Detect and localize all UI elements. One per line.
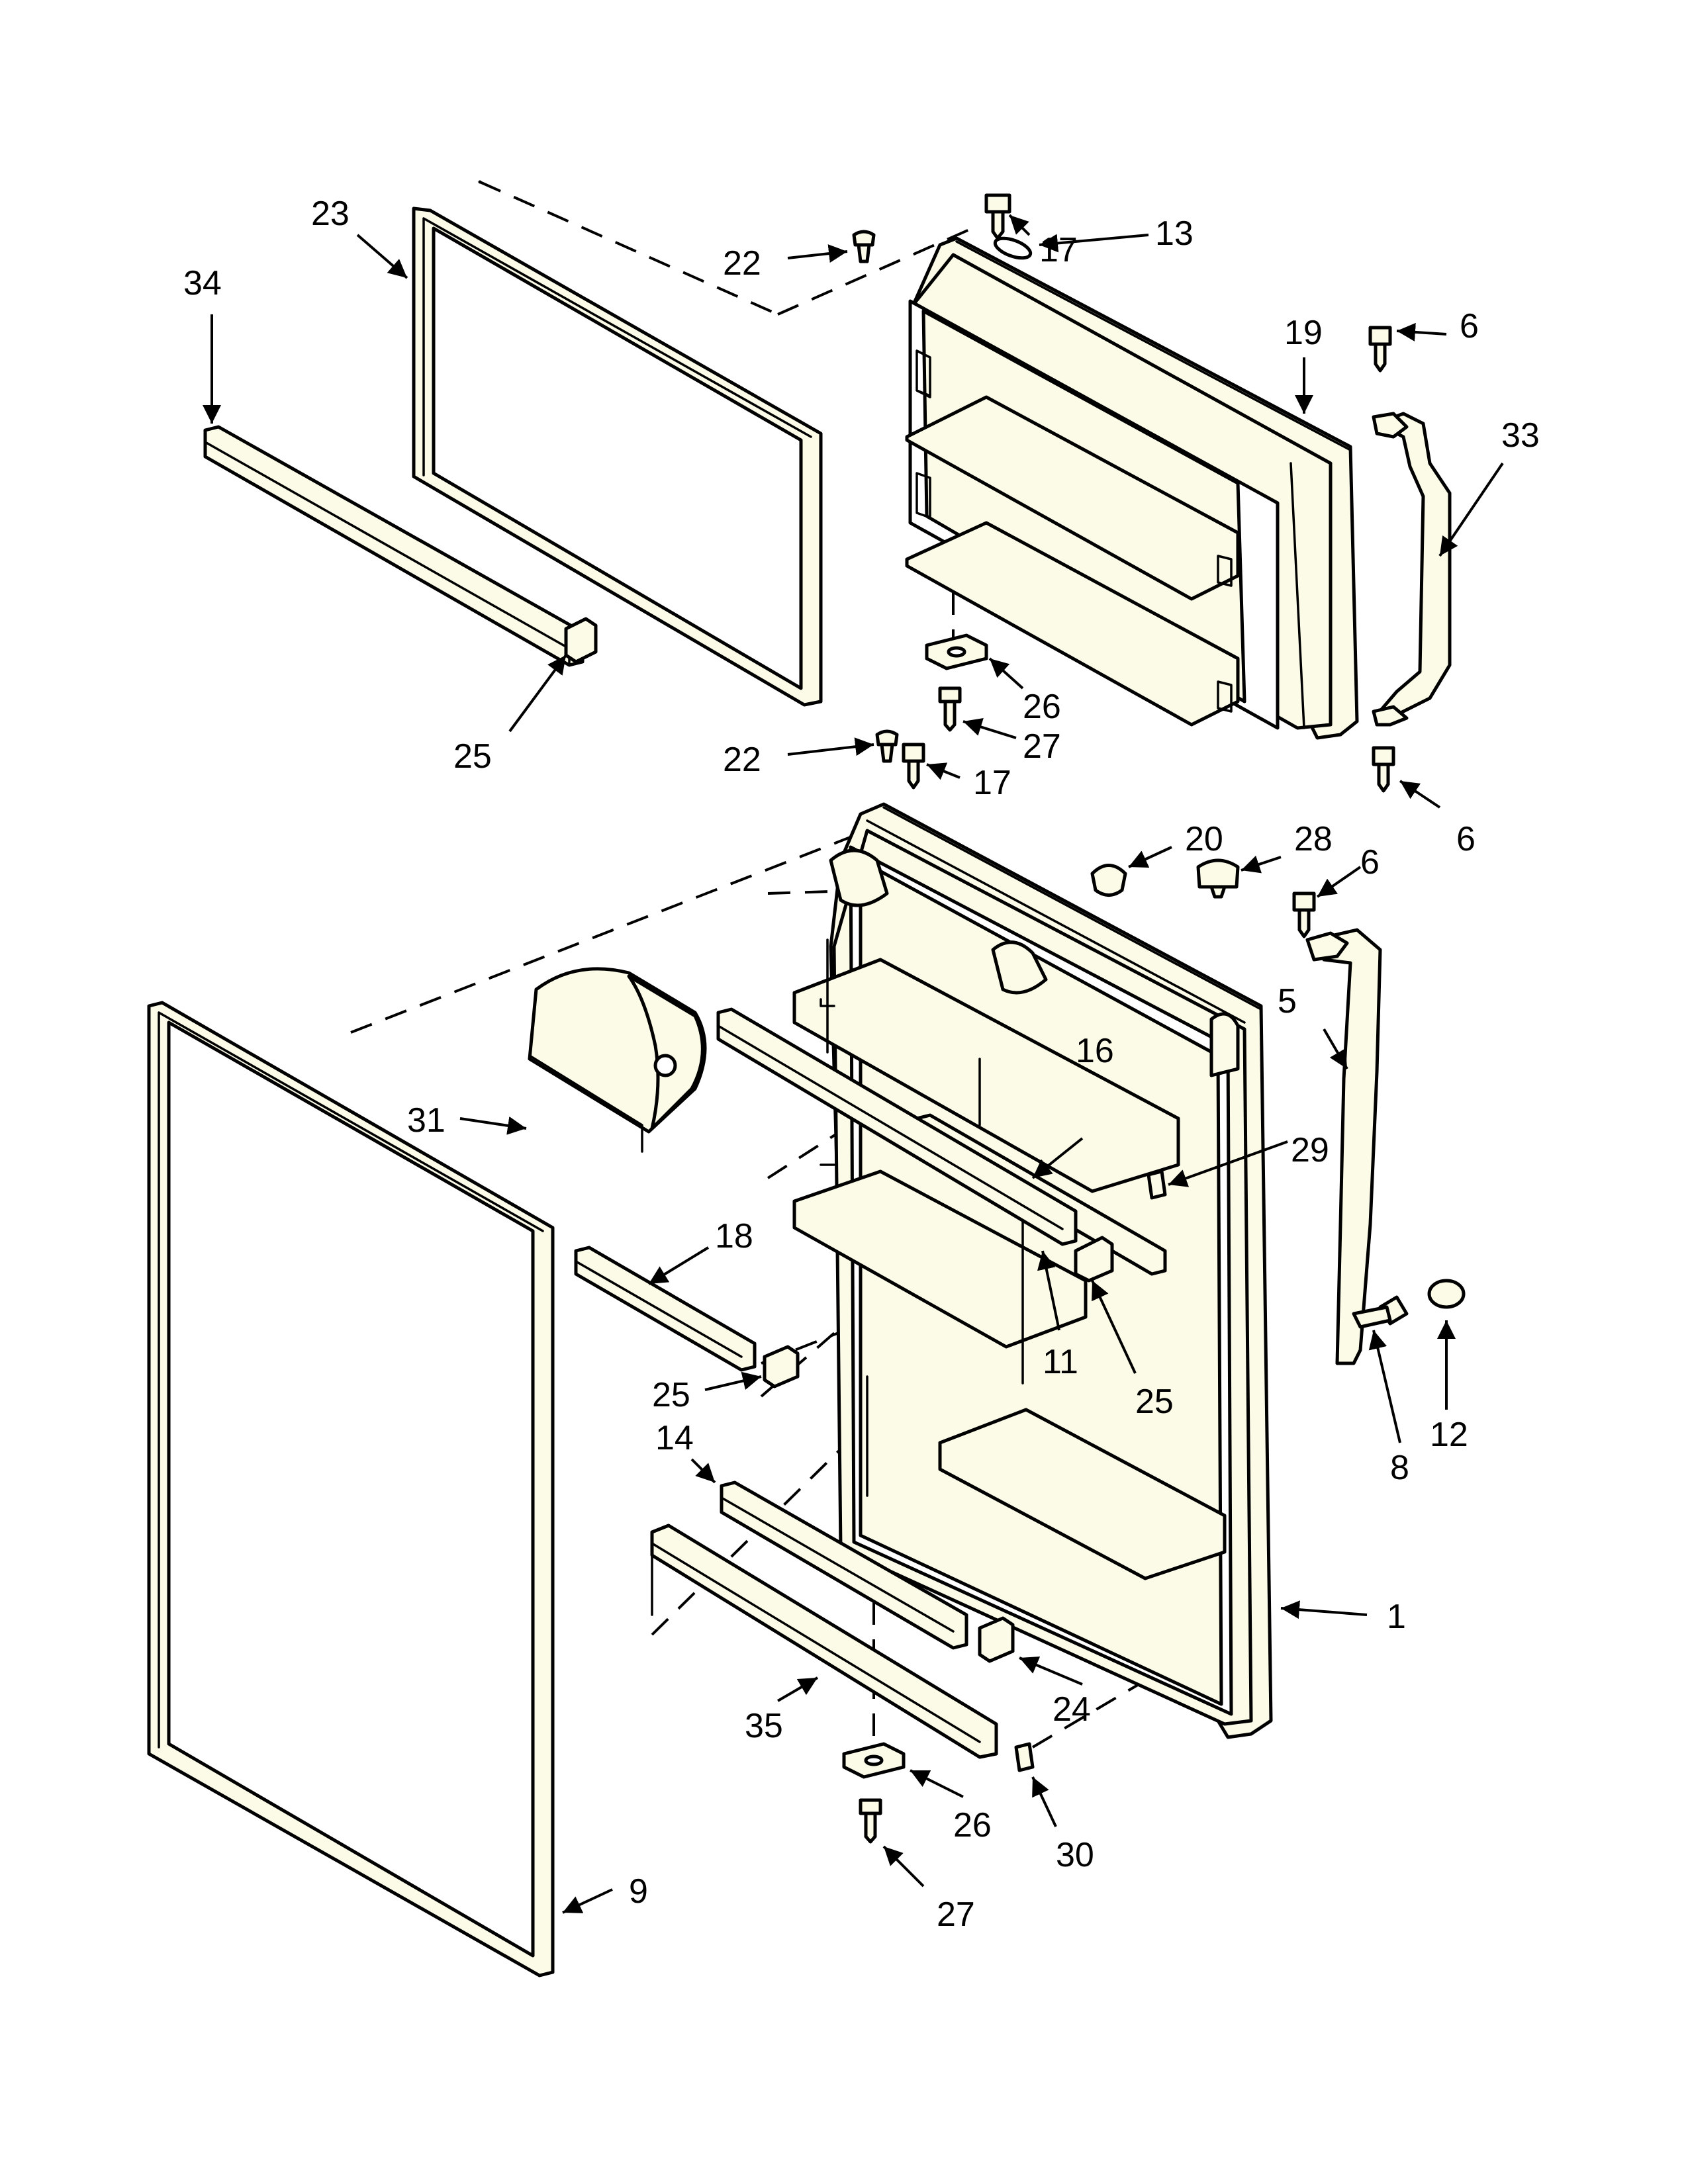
cap-28 <box>1196 858 1240 899</box>
callout-12: 12 <box>1430 1416 1468 1454</box>
callout-25-left: 25 <box>652 1376 690 1414</box>
screw-6-handle-lower <box>1292 891 1316 938</box>
callout-29: 29 <box>1291 1131 1329 1169</box>
callout-6-top: 6 <box>1460 307 1479 345</box>
callout-25-right: 25 <box>1135 1383 1174 1421</box>
callout-23: 23 <box>311 195 350 233</box>
callout-27-upper: 27 <box>1023 727 1061 766</box>
callout-26-lower: 26 <box>953 1806 992 1844</box>
callout-5: 5 <box>1278 982 1297 1021</box>
plug-12 <box>1427 1279 1466 1309</box>
callout-14: 14 <box>655 1419 694 1457</box>
callout-25-upper: 25 <box>453 737 492 776</box>
callout-18: 18 <box>715 1217 753 1255</box>
callout-9: 9 <box>629 1872 648 1911</box>
callout-34: 34 <box>183 264 222 302</box>
door-trim-11 <box>716 1007 1078 1246</box>
clip-29 <box>1147 1169 1167 1200</box>
callout-1: 1 <box>1387 1598 1406 1636</box>
end-cap-25-left <box>763 1345 800 1388</box>
callout-8: 8 <box>1390 1449 1409 1487</box>
callout-24: 24 <box>1053 1690 1091 1729</box>
freezer-door-liner <box>905 236 1359 740</box>
callout-13: 13 <box>1155 214 1194 253</box>
callout-31: 31 <box>407 1101 445 1140</box>
plug-22-upper <box>852 230 876 263</box>
hinge-26-upper <box>925 633 988 670</box>
refrigerator-door-handle <box>1305 928 1382 1365</box>
hinge-26-lower <box>842 1742 906 1779</box>
callout-11: 11 <box>1043 1343 1078 1381</box>
end-cap-24 <box>978 1616 1015 1663</box>
callout-35: 35 <box>745 1707 783 1745</box>
screw-27-lower <box>859 1798 882 1844</box>
leader-lines <box>203 214 1504 1914</box>
callout-22-lower: 22 <box>723 741 761 779</box>
callout-17-lower: 17 <box>973 764 1011 802</box>
callout-6-middle: 6 <box>1456 820 1476 858</box>
end-cap-25-right <box>1074 1236 1114 1283</box>
screw-8 <box>1352 1295 1409 1329</box>
callout-27-lower: 27 <box>937 1895 975 1934</box>
callout-20: 20 <box>1185 820 1223 858</box>
callout-labels: 23 34 25 22 17 13 19 6 33 26 27 6 22 17 … <box>183 195 1540 1934</box>
callout-17-upper: 17 <box>1039 231 1078 269</box>
freezer-door-handle <box>1372 412 1452 727</box>
screw-27-upper <box>938 686 962 732</box>
callout-30: 30 <box>1056 1836 1094 1874</box>
door-trim-14 <box>720 1480 968 1650</box>
screw-17-upper <box>984 193 1011 240</box>
screw-6-handle-top <box>1368 326 1392 373</box>
dairy-compartment <box>528 967 707 1153</box>
door-trim-18 <box>574 1246 757 1372</box>
door-shelf-upper <box>792 848 1240 1580</box>
freezer-door-gasket <box>412 206 823 707</box>
callout-16: 16 <box>1076 1032 1114 1070</box>
callout-22-upper: 22 <box>723 244 761 283</box>
screw-6-handle-bottom <box>1372 746 1395 793</box>
callout-33: 33 <box>1501 416 1540 455</box>
clip-30 <box>1014 1742 1035 1772</box>
trim-end-cap-upper <box>564 617 598 664</box>
callout-19: 19 <box>1284 314 1323 352</box>
callout-26-upper: 26 <box>1023 688 1061 726</box>
callout-6-lower: 6 <box>1360 843 1380 882</box>
fresh-food-door-gasket <box>147 1001 555 1978</box>
gasket-ring-13 <box>993 236 1033 260</box>
door-trim-35 <box>650 1524 998 1759</box>
callout-28: 28 <box>1294 820 1333 858</box>
plug-22-lower <box>875 729 899 763</box>
screw-17-lower <box>902 743 925 790</box>
bumper-20 <box>1090 864 1127 897</box>
